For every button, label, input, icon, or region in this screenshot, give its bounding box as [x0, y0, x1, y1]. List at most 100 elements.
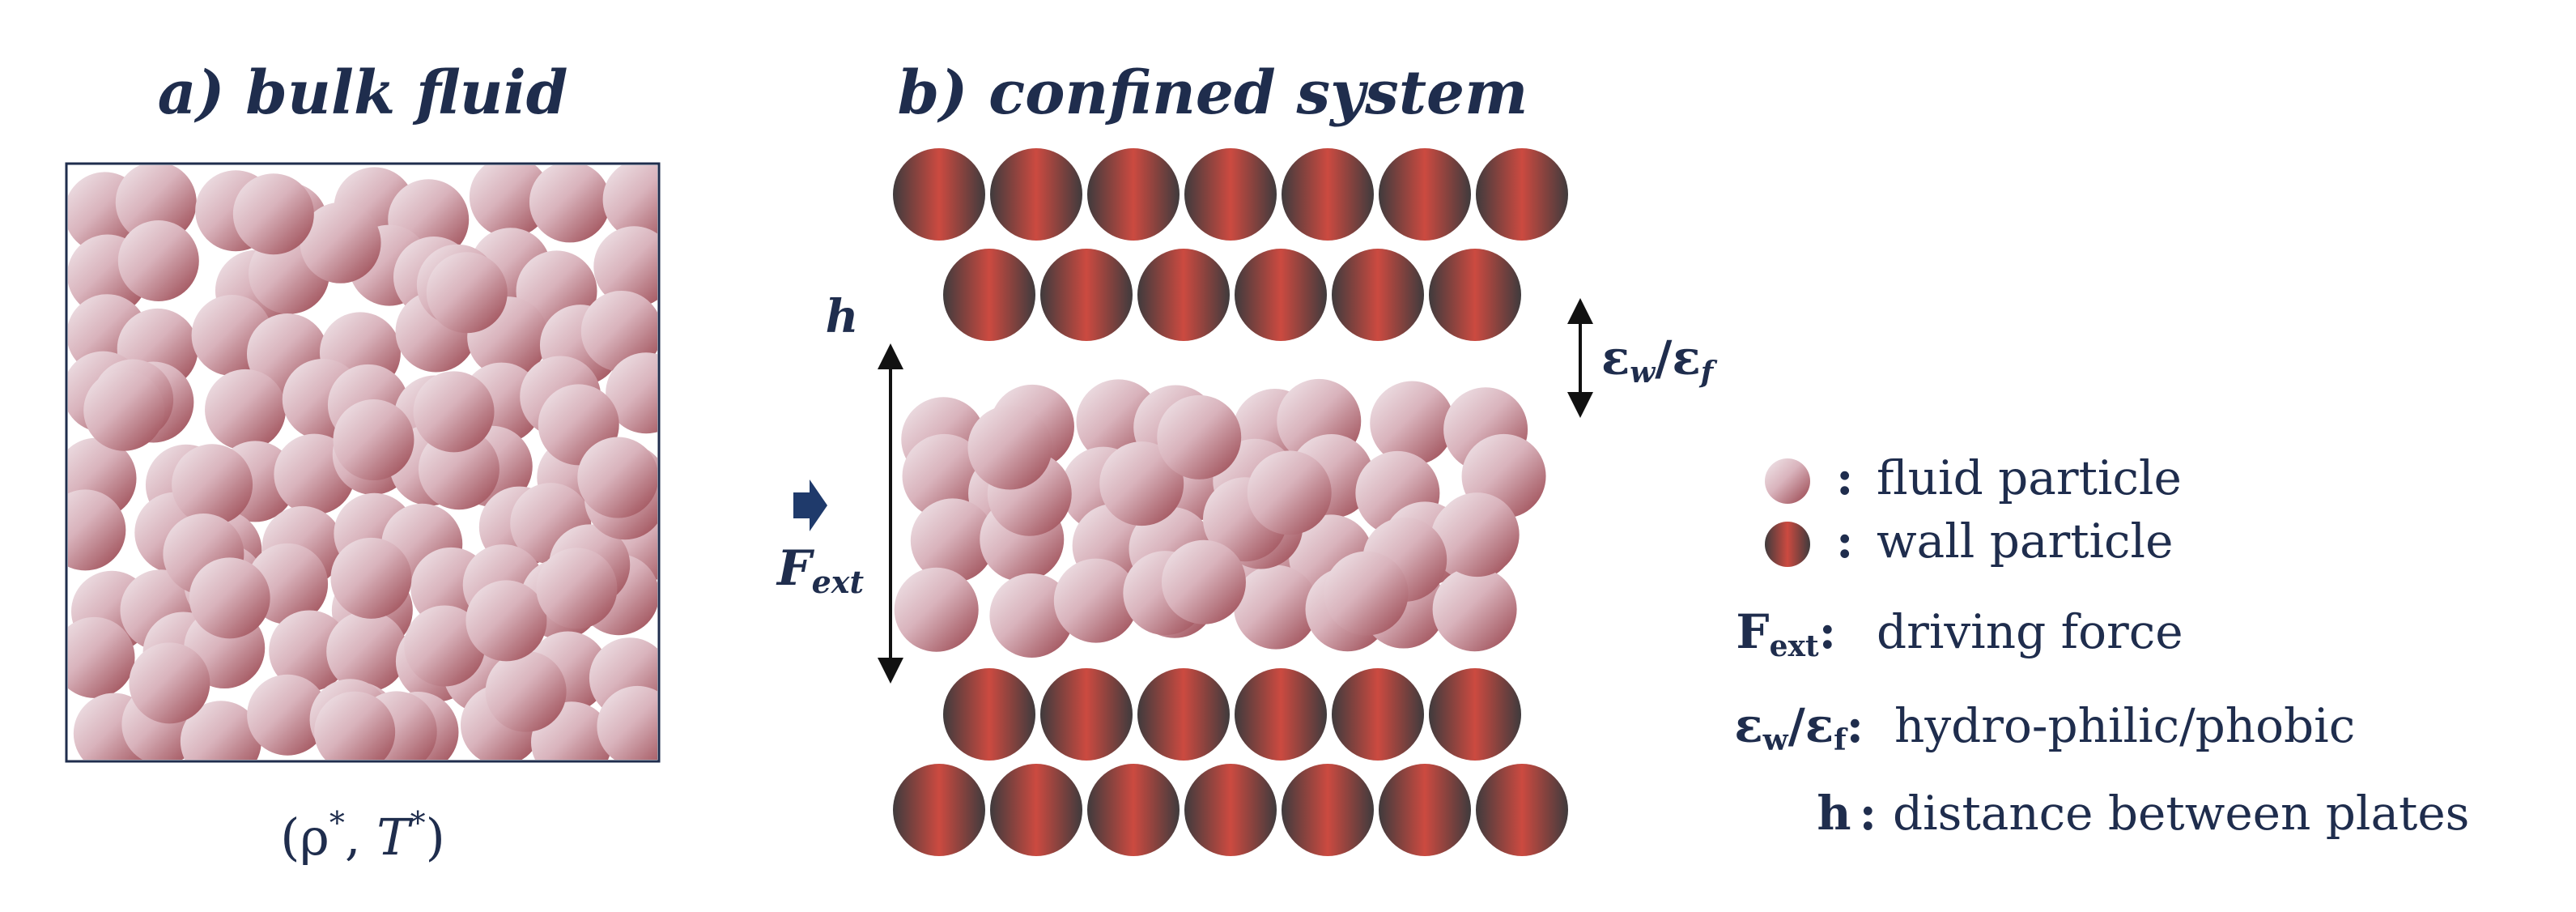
wall-particle	[990, 148, 1082, 241]
bulk-fluid-particle	[485, 650, 567, 732]
confined-fluid-particle	[1157, 394, 1242, 479]
bulk-fluid-particle	[597, 685, 657, 760]
bulk-fluid-particle	[115, 165, 197, 243]
confined-fluid-particle	[1053, 558, 1138, 643]
confined-fluid-particles	[894, 378, 1546, 658]
legend-wall-text: wall particle	[1877, 514, 2173, 569]
wall-particle	[1379, 764, 1471, 856]
confined-fluid-particle	[894, 567, 979, 652]
legend-eps-text: hydro-philic/phobic	[1894, 698, 2355, 753]
wall-particle	[1332, 668, 1424, 761]
top-wall-row-1	[893, 148, 1568, 241]
legend-fluid-text: fluid particle	[1877, 450, 2182, 505]
wall-particle	[1332, 249, 1424, 341]
bottom-wall-row-1	[943, 668, 1521, 761]
bulk-fluid-particle	[536, 548, 618, 629]
wall-particle	[943, 249, 1035, 341]
wall-particle	[943, 668, 1035, 761]
wall-particle	[1379, 148, 1471, 241]
wall-particle	[1235, 249, 1327, 341]
bulk-fluid-particle	[404, 605, 486, 687]
legend: : fluid particle : wall particle Fext: d…	[1734, 450, 2469, 841]
wall-particle	[1184, 148, 1277, 241]
confined-fluid-particle	[1099, 441, 1184, 526]
legend-wall-swatch	[1765, 522, 1810, 567]
wall-particle	[1137, 249, 1230, 341]
bulk-fluid-particle	[469, 165, 550, 238]
legend-fext-text: driving force	[1877, 604, 2183, 659]
confined-fluid-particle	[1370, 381, 1455, 466]
confined-fluid-particle	[1432, 567, 1517, 652]
epsilon-ratio-label: εw/εf	[1601, 330, 1718, 390]
bulk-fluid-particle	[269, 610, 351, 692]
wall-particle	[1235, 668, 1327, 761]
confined-fluid-particle	[1234, 565, 1319, 650]
wall-particle	[893, 764, 985, 856]
legend-fext-key: Fext:	[1736, 604, 1836, 663]
panel-a-title: a) bulk fluid	[158, 58, 568, 128]
legend-h-key: h:	[1817, 786, 1877, 841]
confined-fluid-particle	[902, 433, 987, 518]
confined-fluid-particle	[1247, 450, 1332, 535]
state-variables: (ρ*, T*)	[280, 805, 445, 867]
h-label: h	[826, 290, 859, 343]
legend-eps-key: εw/εf:	[1734, 698, 1864, 757]
legend-h-text: distance between plates	[1893, 786, 2469, 841]
wall-particle	[1040, 668, 1133, 761]
wall-particle	[1184, 764, 1277, 856]
bulk-fluid-particle	[413, 371, 495, 453]
driving-force-arrow-icon	[793, 479, 827, 531]
bulk-fluid-particle	[529, 165, 610, 243]
wall-particle	[1282, 764, 1374, 856]
bulk-fluid-particle	[314, 691, 396, 760]
fext-label: Fext	[776, 540, 864, 600]
bulk-fluid-particle	[117, 220, 199, 302]
confined-fluid-particle	[989, 573, 1074, 658]
bulk-fluid-particle	[577, 437, 657, 518]
bottom-wall-row-2	[893, 764, 1568, 856]
bulk-fluid-particle	[606, 352, 657, 434]
bulk-fluid-particle	[129, 642, 210, 724]
wall-particle	[1429, 668, 1521, 761]
wall-particle	[893, 148, 985, 241]
wall-particle	[1476, 148, 1568, 241]
bulk-fluid-box	[65, 162, 661, 763]
panel-b-title: b) confined system	[898, 58, 1528, 128]
wall-particle	[1087, 764, 1180, 856]
legend-fluid-colon: :	[1836, 450, 1853, 505]
bulk-fluid-particle	[330, 537, 412, 619]
wall-particle	[1282, 148, 1374, 241]
bulk-fluid-particle	[580, 290, 657, 372]
confined-fluid-particle	[1324, 551, 1409, 636]
bulk-fluid-particle	[300, 202, 381, 283]
legend-wall-colon: :	[1836, 514, 1853, 569]
bulk-fluid-particle	[333, 399, 414, 481]
bulk-fluid-particle	[232, 173, 314, 255]
bulk-fluid-particle	[189, 557, 270, 639]
bulk-fluid-particle	[426, 252, 508, 334]
wall-particle	[990, 764, 1082, 856]
confined-fluid-particle	[910, 498, 995, 583]
confined-fluid-particle	[1161, 539, 1246, 624]
wall-particle	[1040, 249, 1133, 341]
wall-particle	[1476, 764, 1568, 856]
confined-fluid-particle	[1435, 492, 1520, 577]
bulk-fluid-particle	[593, 226, 657, 308]
bulk-fluid-particle	[465, 580, 547, 662]
bulk-fluid-particles	[68, 165, 657, 760]
wall-particle	[1087, 148, 1180, 241]
bulk-fluid-particle	[602, 165, 657, 241]
bulk-fluid-particle	[326, 611, 408, 693]
bulk-fluid-particle	[180, 701, 261, 760]
wall-particle	[1137, 668, 1230, 761]
wall-particle	[1429, 249, 1521, 341]
bulk-fluid-particle	[68, 616, 135, 698]
bulk-fluid-particle	[172, 444, 253, 526]
bulk-fluid-particle	[68, 489, 126, 571]
confined-fluid-particle	[967, 405, 1052, 490]
bulk-fluid-particle	[83, 369, 165, 451]
top-wall-row-2	[943, 249, 1521, 341]
bulk-fluid-particle	[247, 674, 329, 756]
legend-fluid-swatch	[1765, 458, 1810, 504]
